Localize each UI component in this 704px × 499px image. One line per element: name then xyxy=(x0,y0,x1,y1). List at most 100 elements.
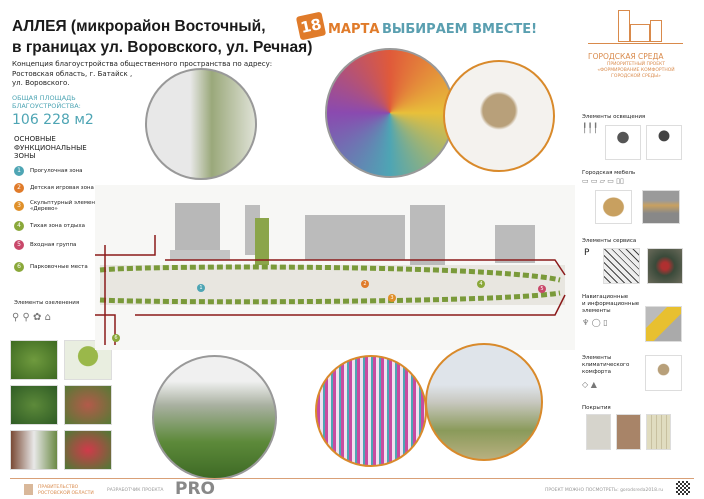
navigation-label: Навигационные и информационные элементы xyxy=(582,294,662,315)
zone-label: Тихая зона отдыха xyxy=(30,223,85,229)
page-title: АЛЛЕЯ (микрорайон Восточный, в границах … xyxy=(12,16,312,58)
building xyxy=(305,215,405,260)
climate-label-line: климатического xyxy=(582,362,630,368)
lamp-photo xyxy=(605,125,641,160)
lawn xyxy=(255,218,269,278)
bench-photo xyxy=(595,190,632,224)
zones-heading-line: ФУНКЦИОНАЛЬНЫЕ xyxy=(14,143,87,152)
logo-subtitle: ПРИОРИТЕТНЫЙ ПРОЕКТ «ФОРМИРОВАНИЕ КОМФОР… xyxy=(590,62,682,80)
logo-subtitle-line: ГОРОДСКОЙ СРЕДЫ» xyxy=(611,74,661,79)
parking-icon: P xyxy=(584,248,590,258)
building-icon xyxy=(630,24,650,42)
zone-marker-5: 5 xyxy=(538,285,546,293)
zone-item: 6 Парковочные места xyxy=(14,262,104,272)
zone-item: 1 Прогулочная зона xyxy=(14,166,104,176)
date-badge: 18 xyxy=(295,11,327,41)
footer-divider xyxy=(10,478,694,479)
logo-subtitle-line: «ФОРМИРОВАНИЕ КОМФОРТНОЙ xyxy=(597,68,675,73)
developer-label: РАЗРАБОТЧИК ПРОЕКТА xyxy=(107,488,164,493)
government-label: ПРАВИТЕЛЬСТВО РОСТОВСКОЙ ОБЛАСТИ xyxy=(38,485,94,496)
zones-heading-line: ОСНОВНЫЕ xyxy=(14,135,56,143)
climate-label-line: Элементы xyxy=(582,355,612,361)
zone-marker-1: 1 xyxy=(197,284,205,292)
area-value: 106 228 м2 xyxy=(12,112,94,128)
zone-number-badge: 1 xyxy=(14,166,24,176)
zone-marker-3: 3 xyxy=(388,294,396,302)
zone-item: 2 Детская игровая зона xyxy=(14,183,104,193)
plant-photo xyxy=(64,385,112,425)
zone-label: Детская игровая зона xyxy=(30,185,94,191)
building xyxy=(175,203,220,253)
climate-label: Элементы климатического комфорта xyxy=(582,355,662,376)
logo-name: ГОРОДСКАЯ СРЕДА xyxy=(588,52,664,61)
photo-circle-wisteria xyxy=(152,355,277,480)
photo-circle-courtyard xyxy=(425,343,543,461)
canopy-photo xyxy=(645,355,682,391)
building xyxy=(495,225,535,263)
zone-number-badge: 3 xyxy=(14,201,24,211)
plant-photo xyxy=(64,430,112,470)
gorodskaya-sreda-logo xyxy=(588,10,683,50)
lighting-label: Элементы освещения xyxy=(582,114,646,120)
intro-line: Концепция благоустройства общественного … xyxy=(12,60,273,68)
rostov-coat-of-arms-icon xyxy=(24,484,33,495)
zones-heading: ОСНОВНЫЕ ФУНКЦИОНАЛЬНЫЕ ЗОНЫ xyxy=(14,135,87,161)
navigation-label-line: Навигационные xyxy=(582,294,629,300)
navigation-icons: ♆ ◯ ▯ xyxy=(582,318,608,327)
photo-circle-tree-sculpture xyxy=(443,60,555,172)
climate-label-line: комфорта xyxy=(582,369,611,375)
climate-icons: ◇ ▲ xyxy=(582,380,597,389)
zone-marker-6: 6 xyxy=(112,334,120,342)
covering-swatch xyxy=(586,414,611,450)
coverings-label: Покрытия xyxy=(582,405,611,411)
service-label: Элементы сервиса xyxy=(582,238,637,244)
covering-swatch xyxy=(646,414,671,450)
government-label-line: ПРАВИТЕЛЬСТВО xyxy=(38,485,79,490)
slogan: ВЫБИРАЕМ ВМЕСТЕ! xyxy=(382,22,538,37)
title-line-1: АЛЛЕЯ (микрорайон Восточный, xyxy=(12,18,266,35)
bike-parking-photo xyxy=(647,248,683,284)
intro-line: Ростовская область, г. Батайск , xyxy=(12,69,133,78)
site-plan xyxy=(95,185,575,350)
zones-heading-line: ЗОНЫ xyxy=(14,152,36,160)
area-label-line: БЛАГОУСТРОЙСТВА: xyxy=(12,102,81,110)
project-link[interactable]: ПРОЕКТ МОЖНО ПОСМОТРЕТЬ: gorodsreda2018.… xyxy=(545,488,664,493)
building xyxy=(170,250,230,260)
furniture-icons: ▭ ▭ ▱ ▭ ▯▯ xyxy=(582,177,624,185)
photo-circle-play-pavilion xyxy=(315,355,427,467)
zone-label: Парковочные места xyxy=(30,264,88,270)
zone-number-badge: 4 xyxy=(14,221,24,231)
logo-subtitle-line: ПРИОРИТЕТНЫЙ ПРОЕКТ xyxy=(606,62,665,67)
tactile-paving-photo xyxy=(645,306,682,342)
date-month: МАРТА xyxy=(328,22,380,37)
title-line-2: в границах ул. Воровского, ул. Речная) xyxy=(12,39,313,56)
building-icon xyxy=(650,20,662,42)
zone-label: Скульптурный элемент «Дерево» xyxy=(30,200,99,212)
intro-text: Концепция благоустройства общественного … xyxy=(12,60,302,89)
government-label-line: РОСТОВСКОЙ ОБЛАСТИ xyxy=(38,490,94,496)
zone-marker-4: 4 xyxy=(477,280,485,288)
zone-number-badge: 2 xyxy=(14,183,24,193)
covering-swatch xyxy=(616,414,641,450)
logo-ground xyxy=(588,43,683,44)
developer-logo: PRO xyxy=(175,479,216,499)
zone-marker-2: 2 xyxy=(361,280,369,288)
building xyxy=(410,205,445,265)
photo-circle-canopy xyxy=(325,48,455,178)
furniture-label: Городская мебель xyxy=(582,170,636,176)
greenery-label: Элементы озеленения xyxy=(14,300,80,306)
photo-circle-alley xyxy=(145,68,257,180)
qr-code-icon[interactable] xyxy=(676,481,690,495)
plant-photo xyxy=(10,430,58,470)
zone-item: 3 Скульптурный элемент «Дерево» xyxy=(14,200,104,212)
red-boundary xyxy=(95,235,566,345)
zone-number-badge: 6 xyxy=(14,262,24,272)
bike-rack-photo xyxy=(603,248,640,284)
alley xyxy=(100,265,565,305)
zone-label: Прогулочная зона xyxy=(30,168,83,174)
bench-photo xyxy=(642,190,680,224)
area-label-line: ОБЩАЯ ПЛОЩАДЬ xyxy=(12,94,76,102)
intro-line: ул. Воровского. xyxy=(12,79,70,87)
lamp-photo xyxy=(646,125,682,160)
